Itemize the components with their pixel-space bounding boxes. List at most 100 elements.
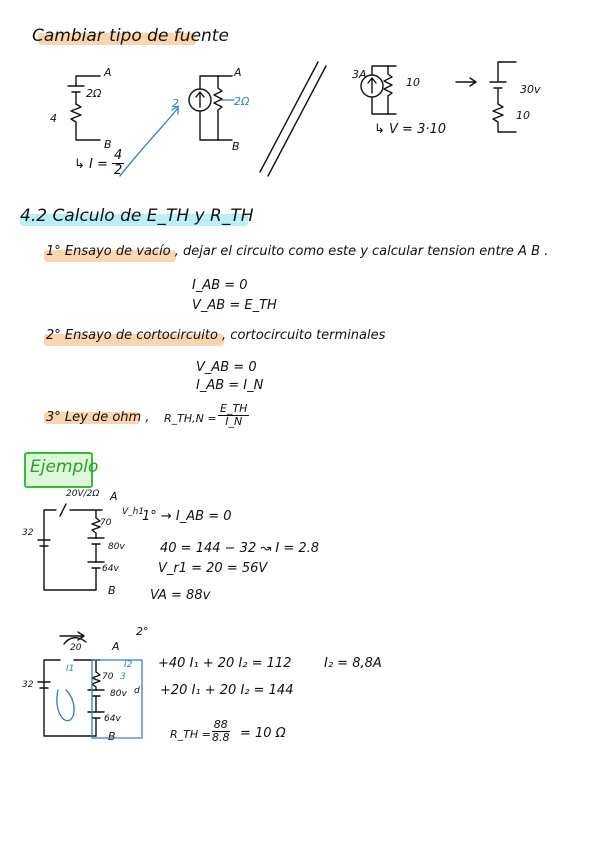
step1-eq1: I_AB = 0 [192,278,248,293]
ex2-result: I₂ = 8,8A [324,656,382,671]
c1-resistor-label: 2Ω [86,87,102,100]
ex1-source-label: 32 [22,528,34,538]
step3-highlight [44,412,140,424]
c2-resistor-label: 2Ω [234,95,250,108]
c3-resistor [383,65,393,115]
c3-current-source-icon [360,74,384,98]
ex2-i1-label: I1 [66,664,75,674]
c2-current-label: 2 [172,97,179,110]
heading-thevenin: 4.2 Calculo de E_TH y R_TH [20,206,254,226]
ex1-resistor-label: 70 [100,518,112,528]
step3-fraction: E_TH I_N [218,402,250,429]
step2-eq1: V_AB = 0 [196,360,257,375]
step3-num: E_TH [218,402,250,417]
c4-voltage-label: 30v [520,83,541,96]
ex1-v2-label: 64v [102,564,119,574]
ex2-eq1: +40 I₁ + 20 I₂ = 112 [158,656,292,671]
c1-a-label: A [104,66,112,79]
step3-den: I_N [225,415,243,429]
ex1-wires [43,503,103,591]
ex1-top-label: 20V/2Ω [66,489,100,499]
ex1-v1-label: 80v [108,542,125,552]
ex1-a-label: A [110,490,118,503]
step3-text: 3° Ley de ohm , [46,410,150,425]
ex2-step-label: 2° [136,625,149,638]
c2-b-label: B [232,140,240,153]
example1-circuit [37,503,105,591]
ex2-v2-label: 64v [104,714,121,724]
c4-resistor [492,103,517,133]
transform-arrow [119,107,179,177]
ex1-eq2: 40 = 144 − 32 ↝ I = 2.8 [160,541,320,556]
c2-resistor [213,75,223,141]
heading1-highlight [38,33,196,45]
step1-text: 1° Ensayo de vacío , dejar el circuito c… [46,244,549,259]
formula-current-num: 4 [112,148,125,165]
ex1-eq3: V_r1 = 20 = 56V [158,561,268,576]
c1-b-label: B [104,138,112,151]
step3-lhs: R_TH,N = [164,412,217,425]
c4-resistor-label: 10 [516,109,530,122]
ex2-r-fraction: 88 8.8 [210,718,232,745]
heading-change-source: Cambiar tipo de fuente [32,26,229,46]
c2-a-label: A [234,66,242,79]
ex2-resistor-label: 70 [102,672,114,682]
ex1-right-branch [87,517,105,591]
ex1-eq1: 1° → I_AB = 0 [142,509,232,524]
c1-resistor [70,103,101,141]
arrow-right-icon [455,77,477,87]
transform-arrow-head-icon [171,105,179,115]
ex1-b-label: B [108,584,116,597]
example2-circuit [37,631,143,739]
ex2-r-num: 88 [211,718,230,733]
ex2-top-arrow-icon [59,631,87,645]
ex2-mesh1-loop-icon [56,689,75,722]
formula-current-fraction: 4 2 [112,148,125,179]
ex2-wires [43,659,101,737]
c1-battery [67,75,101,105]
ex2-mesh2-box [91,659,143,739]
voltage-equation: ↳ V = 3·10 [374,122,447,137]
c3-resistor-label: 10 [406,76,420,89]
step2-text: 2° Ensayo de cortocircuito , cortocircui… [46,328,386,343]
ejemplo-box [24,452,93,488]
circuit2-drawing [119,75,235,177]
c2-arrow-up-icon [195,91,205,108]
c1-voltage-label: 4 [50,112,57,125]
step1-highlight [44,250,176,262]
ex2-mesh-number: 3 [120,672,126,682]
ex2-source-label: 32 [22,680,34,690]
step2-highlight [44,334,224,346]
ex2-r-lhs: R_TH = [170,728,211,741]
ex2-i2-label: I2 [124,660,133,670]
formula-current-den: 2 [114,163,123,179]
heading2-highlight [20,214,248,226]
ex2-right-branch [87,671,105,737]
ex2-eq2: +20 I₁ + 20 I₂ = 144 [160,683,294,698]
ex1-vh-label: V_h1 [122,507,145,517]
ex2-v1-label: 80v [110,689,127,699]
ex2-top-label: 20 [70,643,82,653]
c4-battery [489,61,517,105]
ex1-eq4: VA = 88v [150,588,211,603]
circuit4-drawing [489,61,517,133]
c3-current-label: 3A [352,68,367,81]
ex1-source-icon [37,539,51,547]
formula-current-prefix: ↳ I = [74,157,108,172]
c2-current-source-icon [188,88,212,112]
ex2-r-rhs: = 10 Ω [240,726,286,741]
ex2-b-label: B [108,730,116,743]
c3-wires [371,65,397,115]
circuit1-drawing [67,75,101,141]
circuit3-drawing [360,65,477,115]
c3-arrow-up-icon [367,77,377,94]
ex2-r-den: 8.8 [212,731,230,745]
step1-eq2: V_AB = E_TH [192,298,277,313]
ejemplo-label: Ejemplo [30,457,99,477]
separator-lines [259,61,327,177]
ex2-d-label: d [134,686,140,696]
ex2-a-label: A [112,640,120,653]
c2-wires [199,75,233,141]
